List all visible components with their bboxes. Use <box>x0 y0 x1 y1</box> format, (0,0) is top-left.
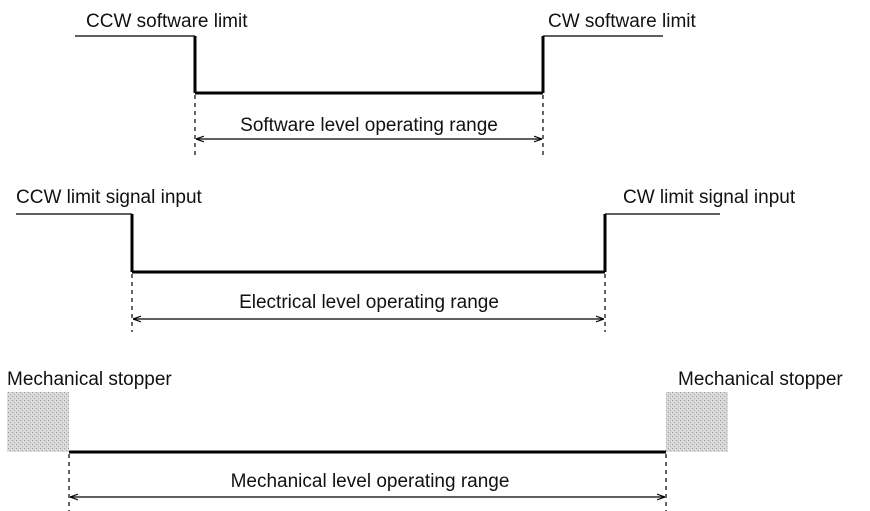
right-mechanical-stopper <box>666 392 728 452</box>
software-level-section: CCW software limit CW software limit Sof… <box>75 11 697 155</box>
left-mechanical-stopper <box>7 392 69 452</box>
cw-limit-signal-label: CW limit signal input <box>623 187 796 208</box>
left-mechanical-stopper-label: Mechanical stopper <box>7 369 172 390</box>
cw-software-limit-label: CW software limit <box>548 11 697 32</box>
mechanical-range-label: Mechanical level operating range <box>231 471 510 492</box>
mechanical-level-section: Mechanical stopper Mechanical stopper Me… <box>7 369 843 511</box>
electrical-range-label: Electrical level operating range <box>239 292 499 313</box>
electrical-level-section: CCW limit signal input CW limit signal i… <box>16 187 796 332</box>
software-range-label: Software level operating range <box>240 115 498 136</box>
right-mechanical-stopper-label: Mechanical stopper <box>678 369 843 390</box>
ccw-limit-signal-label: CCW limit signal input <box>16 187 203 208</box>
ccw-software-limit-label: CCW software limit <box>86 11 248 32</box>
